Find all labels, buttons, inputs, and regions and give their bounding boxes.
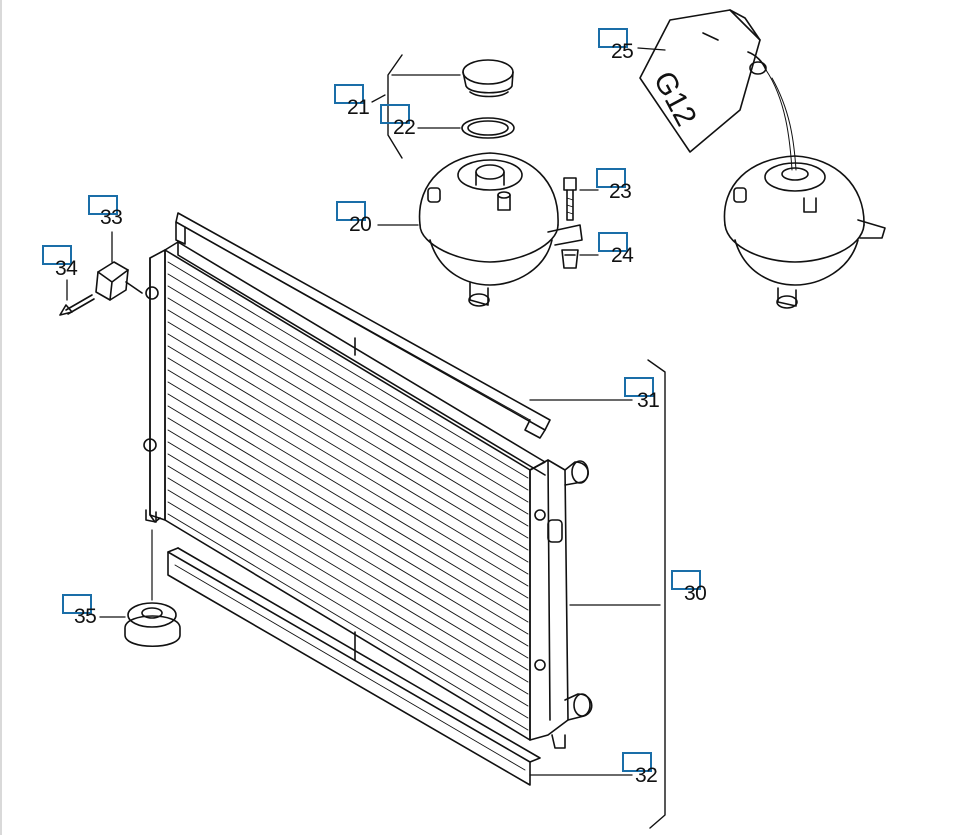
sensor-drawing (95, 261, 143, 301)
callout-label-31: 31 (637, 389, 660, 412)
callout-box-30[interactable] (671, 570, 701, 590)
left-border (0, 0, 2, 835)
coolant-bottle-drawing (639, 9, 797, 171)
radiator-fins (167, 261, 529, 731)
callout-box-34[interactable] (42, 245, 72, 265)
callout-box-35[interactable] (62, 594, 92, 614)
callout-label-21: 21 (347, 96, 370, 119)
screw-drawing (59, 294, 95, 316)
callout-box-21[interactable] (334, 84, 364, 104)
callout-label-25: 25 (611, 40, 634, 63)
callout-box-31[interactable] (624, 377, 654, 397)
callout-label-23: 23 (609, 180, 632, 203)
callout-label-32: 32 (635, 764, 658, 787)
bracket-30 (647, 359, 666, 829)
callout-box-20[interactable] (336, 201, 366, 221)
radiator-drawing (143, 241, 593, 749)
expansion-tank-drawing (418, 152, 583, 307)
callout-box-24[interactable] (598, 232, 628, 252)
callout-label-34: 34 (55, 257, 78, 280)
o-ring-drawing (461, 117, 515, 139)
tank-filling-drawing (723, 155, 886, 309)
callout-box-22[interactable] (380, 104, 410, 124)
callout-box-32[interactable] (622, 752, 652, 772)
callout-label-22: 22 (393, 116, 416, 139)
clip-drawing (561, 249, 579, 269)
callout-label-30: 30 (684, 582, 707, 605)
callout-label-24: 24 (611, 244, 634, 267)
callout-label-33: 33 (100, 206, 123, 229)
callout-box-33[interactable] (88, 195, 118, 215)
leader-lines (66, 47, 666, 776)
callout-label-20: 20 (349, 213, 372, 236)
bolt-drawing (563, 177, 577, 221)
seal-strip-bottom-drawing (167, 547, 541, 786)
seal-strip-top-drawing (175, 212, 551, 439)
cap-drawing (462, 59, 514, 98)
callout-box-25[interactable] (598, 28, 628, 48)
callout-label-35: 35 (74, 605, 97, 628)
callout-box-23[interactable] (596, 168, 626, 188)
grommet-drawing (124, 602, 181, 648)
